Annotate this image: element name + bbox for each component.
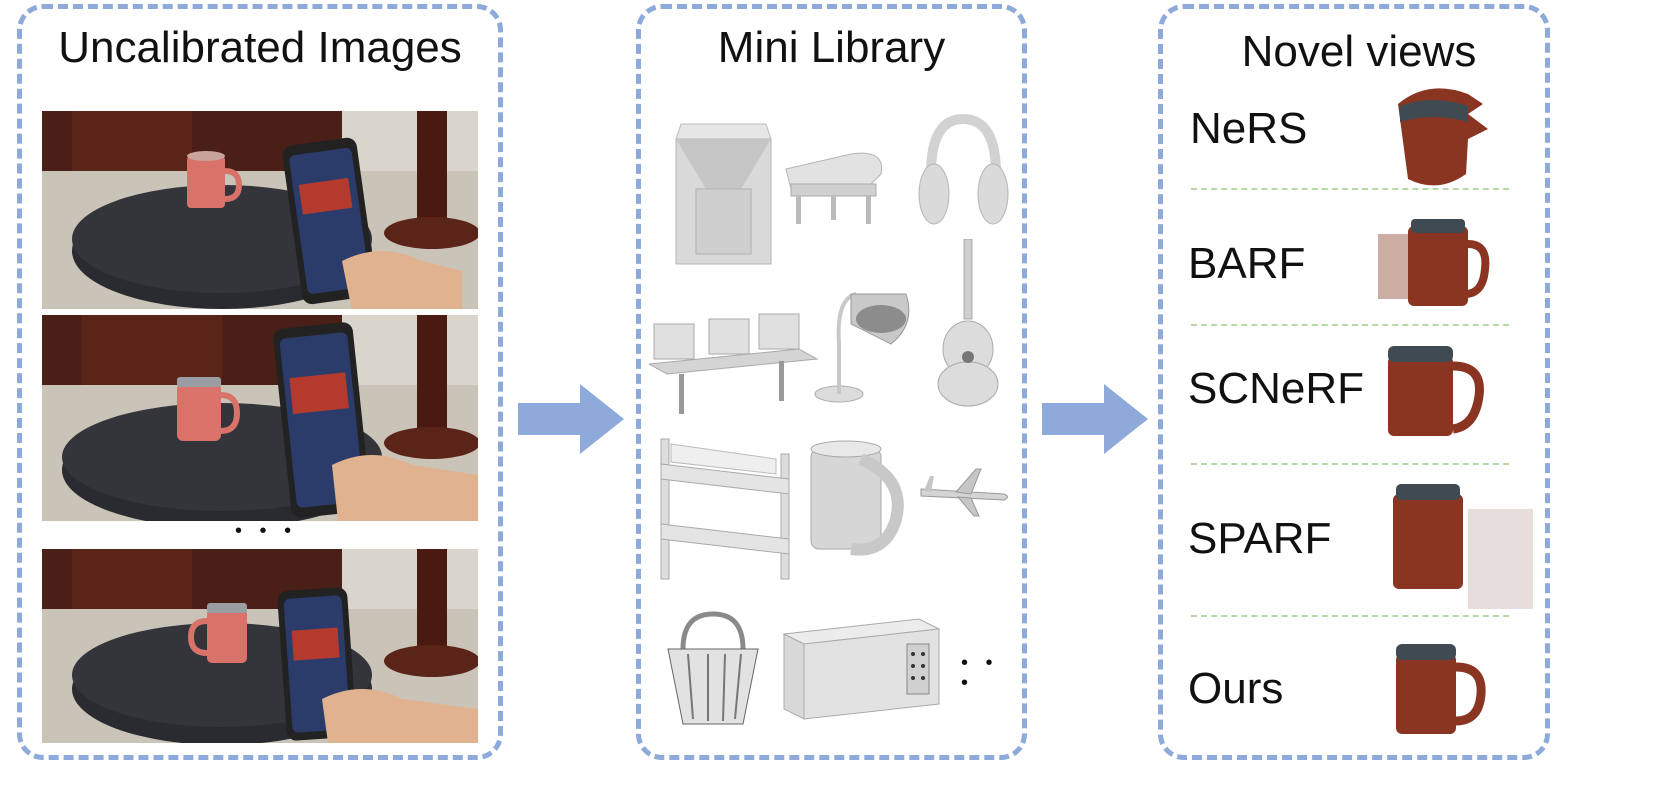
method-label-barf: BARF [1188,239,1306,288]
capture-photo-2 [42,315,478,521]
render-ners [1398,88,1488,186]
microwave-model [782,618,941,720]
separator-2 [1191,324,1509,326]
cabinet-model [675,123,772,265]
headphones-model [918,114,1009,225]
separator-3 [1191,463,1509,465]
arrow-right-1 [518,384,624,454]
arrow-right-2 [1042,384,1148,454]
novel-views-panel: Novel views NeRS BARF SCNeRF SPARF Ours [1158,4,1550,760]
guitar-model [937,239,999,407]
render-sparf [1393,484,1533,609]
mini-library-panel: Mini Library [636,4,1027,760]
panel-title-uncalibrated: Uncalibrated Images [58,23,462,72]
render-scnerf [1388,346,1484,436]
method-label-ners: NeRS [1190,104,1308,153]
panel-title-mini-library: Mini Library [717,23,946,72]
separator-4 [1191,615,1509,617]
desk-lamp-model [814,292,910,403]
handbag-model [667,611,759,725]
method-label-ours: Ours [1188,664,1284,713]
more-images-ellipsis: • • • [235,520,298,542]
capture-photo-3 [42,549,478,743]
more-models-ellipsis: • • • [961,652,999,694]
mug-model [810,440,904,556]
uncalibrated-images-panel: Uncalibrated Images [17,4,503,760]
render-barf [1378,219,1490,306]
method-label-scnerf: SCNeRF [1188,364,1365,413]
method-label-sparf: SPARF [1188,514,1332,563]
capture-photo-1 [42,111,478,309]
render-ours [1396,644,1486,734]
bunk-bed-model [660,438,790,580]
panel-title-novel-views: Novel views [1241,27,1477,76]
bench-model [649,313,819,414]
piano-model [785,152,883,224]
separator-1 [1191,188,1509,190]
airplane-model [920,468,1008,517]
